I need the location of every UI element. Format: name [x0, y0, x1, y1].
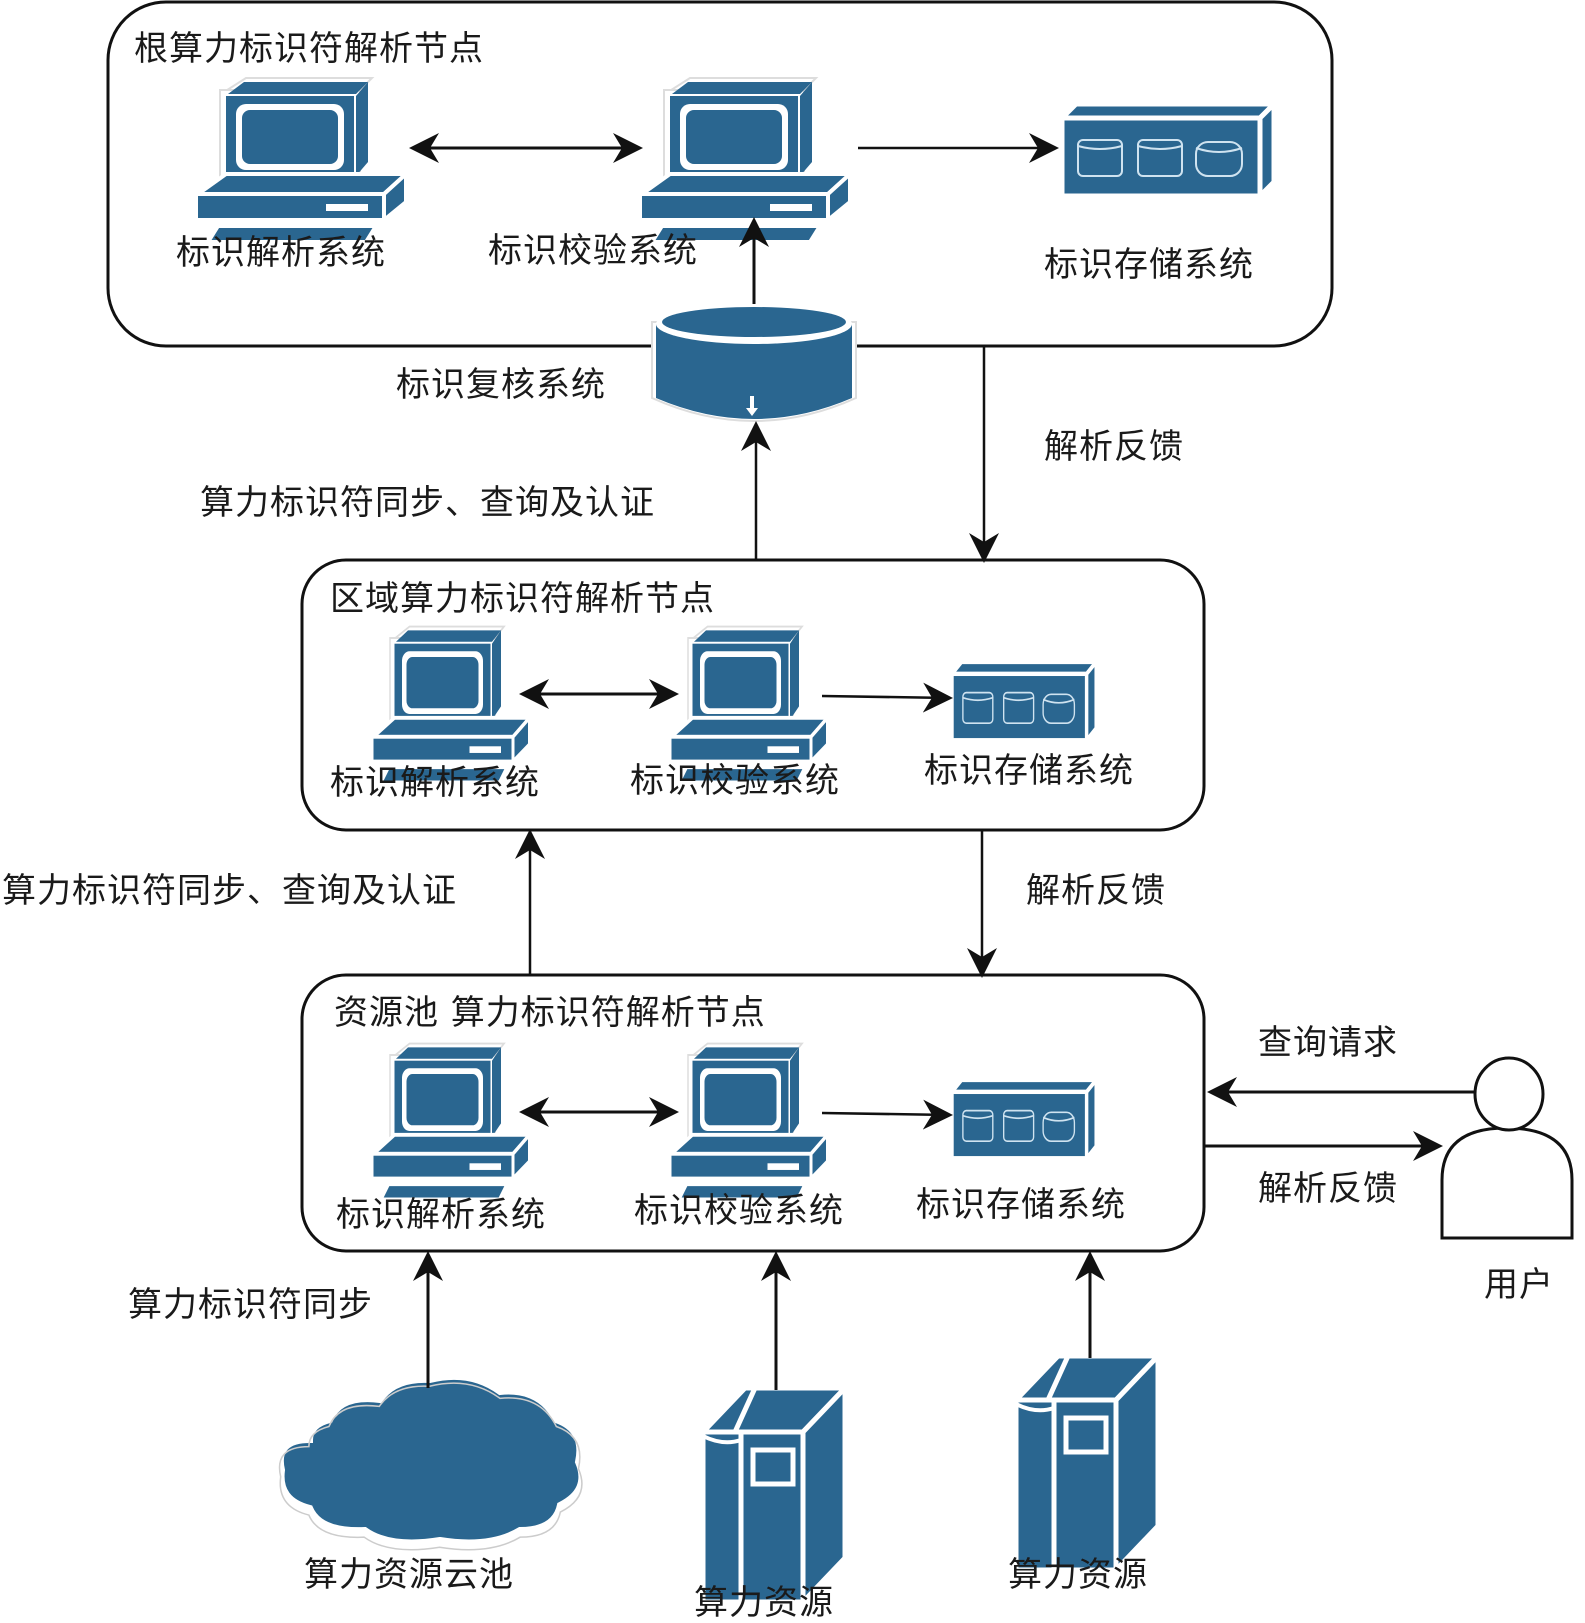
user-feedback-label: 解析反馈: [1258, 1169, 1398, 1209]
regional-verification-computer-icon: [668, 624, 830, 785]
regional-node-title: 区域算力标识符解析节点: [330, 579, 715, 619]
pool-verification-storage-arrow: [821, 1099, 953, 1130]
regional-storage-array-icon: [952, 662, 1096, 740]
resource2-label: 算力资源: [1008, 1555, 1148, 1595]
pool-resolution-computer-icon: [370, 1041, 532, 1202]
pool-storage-array-icon: [952, 1080, 1096, 1158]
root-verification-computer-icon: [638, 76, 852, 244]
pool-verification-computer-icon: [668, 1041, 830, 1202]
pool-resolution-label: 标识解析系统: [336, 1195, 546, 1235]
user-icon: [1440, 1056, 1574, 1240]
root-resolution-label: 标识解析系统: [176, 233, 386, 273]
pool-storage-label: 标识存储系统: [916, 1185, 1126, 1225]
query-request-label: 查询请求: [1258, 1023, 1398, 1063]
pool-sync-label: 算力标识符同步、查询及认证: [2, 871, 457, 911]
review-system-label: 标识复核系统: [396, 365, 606, 405]
regional-resolution-label: 标识解析系统: [330, 763, 540, 803]
server-tower-icon-2: [1016, 1356, 1158, 1570]
user-label: 用户: [1484, 1265, 1554, 1305]
regional-verification-label: 标识校验系统: [630, 761, 840, 801]
review-database-cylinder-icon: [651, 304, 857, 422]
pool-node-title: 资源池 算力标识符解析节点: [334, 993, 766, 1033]
root-storage-label: 标识存储系统: [1044, 245, 1254, 285]
root-resolution-computer-icon: [194, 76, 408, 244]
pool-node-box: [300, 973, 1206, 1253]
regional-node-box: [300, 558, 1206, 832]
root-feedback-label: 解析反馈: [1044, 427, 1184, 467]
cloud-sync-label: 算力标识符同步: [128, 1285, 373, 1325]
regional-feedback-label: 解析反馈: [1026, 871, 1166, 911]
regional-storage-label: 标识存储系统: [924, 751, 1134, 791]
root-verification-label: 标识校验系统: [488, 231, 698, 271]
cloud-icon: [277, 1373, 585, 1551]
regional-sync-label: 算力标识符同步、查询及认证: [200, 483, 655, 523]
pool-verification-label: 标识校验系统: [634, 1191, 844, 1231]
resource1-label: 算力资源: [694, 1583, 834, 1623]
root-storage-array-icon: [1062, 104, 1274, 196]
root-node-title: 根算力标识符解析节点: [134, 29, 484, 69]
regional-verification-storage-arrow: [821, 682, 953, 713]
cloud-pool-label: 算力资源云池: [304, 1555, 514, 1595]
regional-resolution-computer-icon: [370, 624, 532, 785]
server-tower-icon-1: [703, 1388, 845, 1602]
